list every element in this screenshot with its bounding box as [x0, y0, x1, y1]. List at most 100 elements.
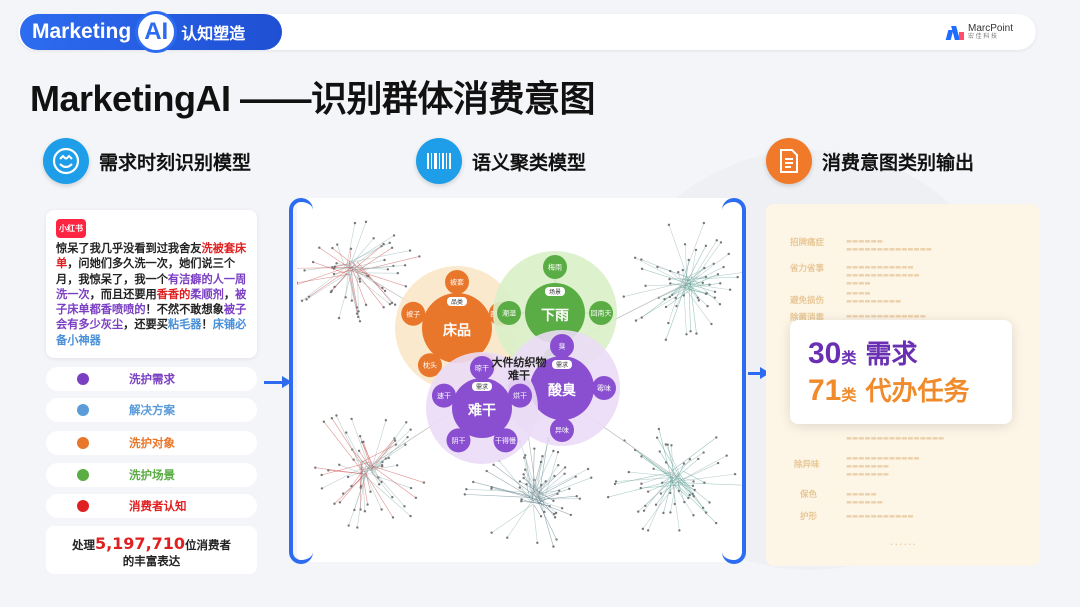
cluster-subnode-label: 阴干 — [451, 436, 465, 445]
cluster-subnode — [401, 301, 426, 326]
post-text: 惊呆了我几乎没看到过我舍友洗被套床单，问她们多久洗一次，她们说三个月，我惊呆了，… — [56, 242, 247, 347]
legend-dot — [77, 500, 89, 512]
category-label: 招牌痛症 — [790, 238, 825, 248]
category-detail: ▬▬▬▬▬▬▬▬▬▬▬▬▬ — [846, 312, 926, 320]
cluster-subnode-label: 被子 — [406, 309, 420, 318]
logo-mark-icon — [945, 26, 965, 40]
category-detail: ▬▬▬▬▬▬▬▬▬▬▬▬▬▬▬▬ — [846, 434, 945, 442]
cluster-subnode — [589, 301, 613, 325]
xiaohongshu-badge: 小红书 — [56, 219, 86, 238]
section-header-output: 消费意图类别输出 — [766, 138, 974, 184]
brand-suffix: 认知塑造 — [181, 24, 246, 43]
arrow-right-icon — [264, 376, 292, 388]
cluster-tag — [552, 360, 572, 369]
legend-label: 解决方案 — [129, 403, 175, 417]
legend-dot — [77, 469, 89, 481]
category-detail: ▬▬▬▬▬▬▬▬▬▬▬▬▬▬▬▬▬▬▬▬▬▬▬▬▬▬ — [846, 454, 920, 478]
legend-dot — [77, 437, 89, 449]
cluster-node — [530, 356, 594, 420]
cluster-subnode-label: 速干 — [437, 392, 451, 400]
cluster-node — [422, 293, 492, 363]
cluster-subnode — [446, 428, 471, 453]
category-detail: ▬▬▬▬▬▬▬▬▬▬▬ — [846, 490, 883, 506]
cluster-subnode — [497, 301, 521, 325]
cluster-subnode-label: 霉味 — [597, 384, 611, 393]
demand-count: 30 — [808, 337, 842, 370]
legend-dot — [77, 404, 89, 416]
section-header-cluster: 语义聚类模型 — [416, 138, 586, 184]
category-label: 避免损伤 — [790, 296, 825, 306]
cluster-subnode — [550, 418, 574, 442]
cluster-subnode-label: 被套 — [450, 278, 464, 287]
category-label: 除菌消毒 — [790, 313, 825, 323]
category-label: 除异味 — [794, 460, 820, 470]
center-node-label: 大件纺织物 — [492, 355, 547, 369]
arrow-right-icon — [748, 367, 770, 379]
stat-prefix: 处理 — [71, 538, 95, 552]
category-detail: ▬▬▬▬▬▬▬▬▬▬▬▬▬▬▬▬▬▬▬▬ — [846, 237, 932, 253]
semantic-network-graph: 被套四件套床单枕头被子品类床品梅雨回南天阴天潮湿场景下雨臭霉味异味汗味需求酸臭晾… — [283, 220, 751, 548]
cluster-tag-label: 品类 — [451, 298, 463, 306]
cluster-tag-label: 场景 — [549, 288, 561, 296]
cluster-subnode — [493, 428, 518, 453]
barcode-icon — [416, 138, 462, 184]
task-label: 代办任务 — [865, 377, 970, 407]
cluster-subnode-label: 晾干 — [475, 364, 489, 373]
legend-dot — [77, 373, 89, 385]
hairball-cluster — [283, 220, 421, 323]
cluster-label: 难干 — [467, 402, 496, 419]
brand-pill: Marketing AI 认知塑造 — [20, 11, 282, 53]
cluster-tag-label: 需求 — [476, 383, 488, 391]
page-title: MarketingAI ——识别群体消费意图 — [30, 78, 596, 119]
social-post-card: 小红书 惊呆了我几乎没看到过我舍友洗被套床单，问她们多久洗一次，她们说三个月，我… — [46, 210, 257, 358]
task-unit: 类 — [841, 386, 857, 404]
center-node-label: 难干 — [507, 368, 530, 382]
semantic-network-panel: 被套四件套床单枕头被子品类床品梅雨回南天阴天潮湿场景下雨臭霉味异味汗味需求酸臭晾… — [283, 198, 751, 562]
legend-label: 洗护对象 — [129, 436, 175, 450]
stat-line2: 的丰富表达 — [122, 554, 181, 568]
task-count: 71 — [808, 374, 842, 407]
category-detail: ▬▬▬▬▬▬▬▬▬▬▬▬▬ — [846, 289, 902, 305]
cluster-label: 酸臭 — [548, 382, 577, 399]
more-ellipsis: ...... — [890, 535, 917, 548]
cluster-subnode-label: 枕头 — [423, 361, 437, 370]
section-title: 消费意图类别输出 — [822, 151, 975, 174]
cluster-subnode-label: 干得慢 — [495, 436, 516, 445]
cluster-tag-label: 需求 — [556, 361, 568, 369]
legend-label: 洗护场景 — [129, 468, 175, 482]
brand-ai-badge: AI — [135, 11, 178, 53]
cluster-tag — [545, 287, 565, 296]
brand-prefix: Marketing — [32, 20, 132, 43]
cluster-subnode-label: 臭 — [559, 342, 566, 351]
cluster-subnode — [470, 356, 494, 380]
category-label: 保色 — [800, 490, 818, 500]
legend-item: 洗护场景 — [46, 463, 257, 487]
cluster-subnode-label: 梅雨 — [548, 263, 562, 272]
cluster-subnode — [431, 383, 456, 408]
category-label: 护形 — [800, 512, 818, 522]
cluster-subnode-label: 回南天 — [591, 309, 612, 318]
demand-unit: 类 — [841, 349, 857, 367]
bracket-left — [289, 198, 313, 564]
category-detail: ▬▬▬▬▬▬▬▬▬▬▬▬▬▬▬▬▬▬▬▬▬▬▬▬▬▬▬ — [846, 263, 920, 287]
cluster-subnode — [445, 270, 469, 294]
cluster-subnode-label: 潮湿 — [502, 309, 516, 318]
legend-item: 解决方案 — [46, 398, 257, 422]
cluster-node — [452, 378, 512, 438]
cluster-subnode-label: 烘干 — [513, 391, 527, 400]
demand-label: 需求 — [865, 340, 918, 370]
logo-subtext: 宏 佳 科 技 — [968, 34, 998, 40]
legend-item: 消费者认知 — [46, 494, 257, 518]
cluster-subnode — [543, 255, 567, 279]
category-label: 省力省事 — [790, 264, 825, 274]
logo-text: MarcPoint — [968, 23, 1014, 34]
legend-label: 消费者认知 — [129, 499, 187, 513]
cluster-subnode — [508, 383, 533, 408]
hairball-cluster — [463, 437, 593, 548]
document-icon — [766, 138, 812, 184]
section-header-demand: 需求时刻识别模型 — [43, 138, 251, 184]
hairball-cluster — [314, 414, 426, 529]
cluster-node — [525, 283, 585, 343]
cluster-tag — [447, 297, 467, 306]
